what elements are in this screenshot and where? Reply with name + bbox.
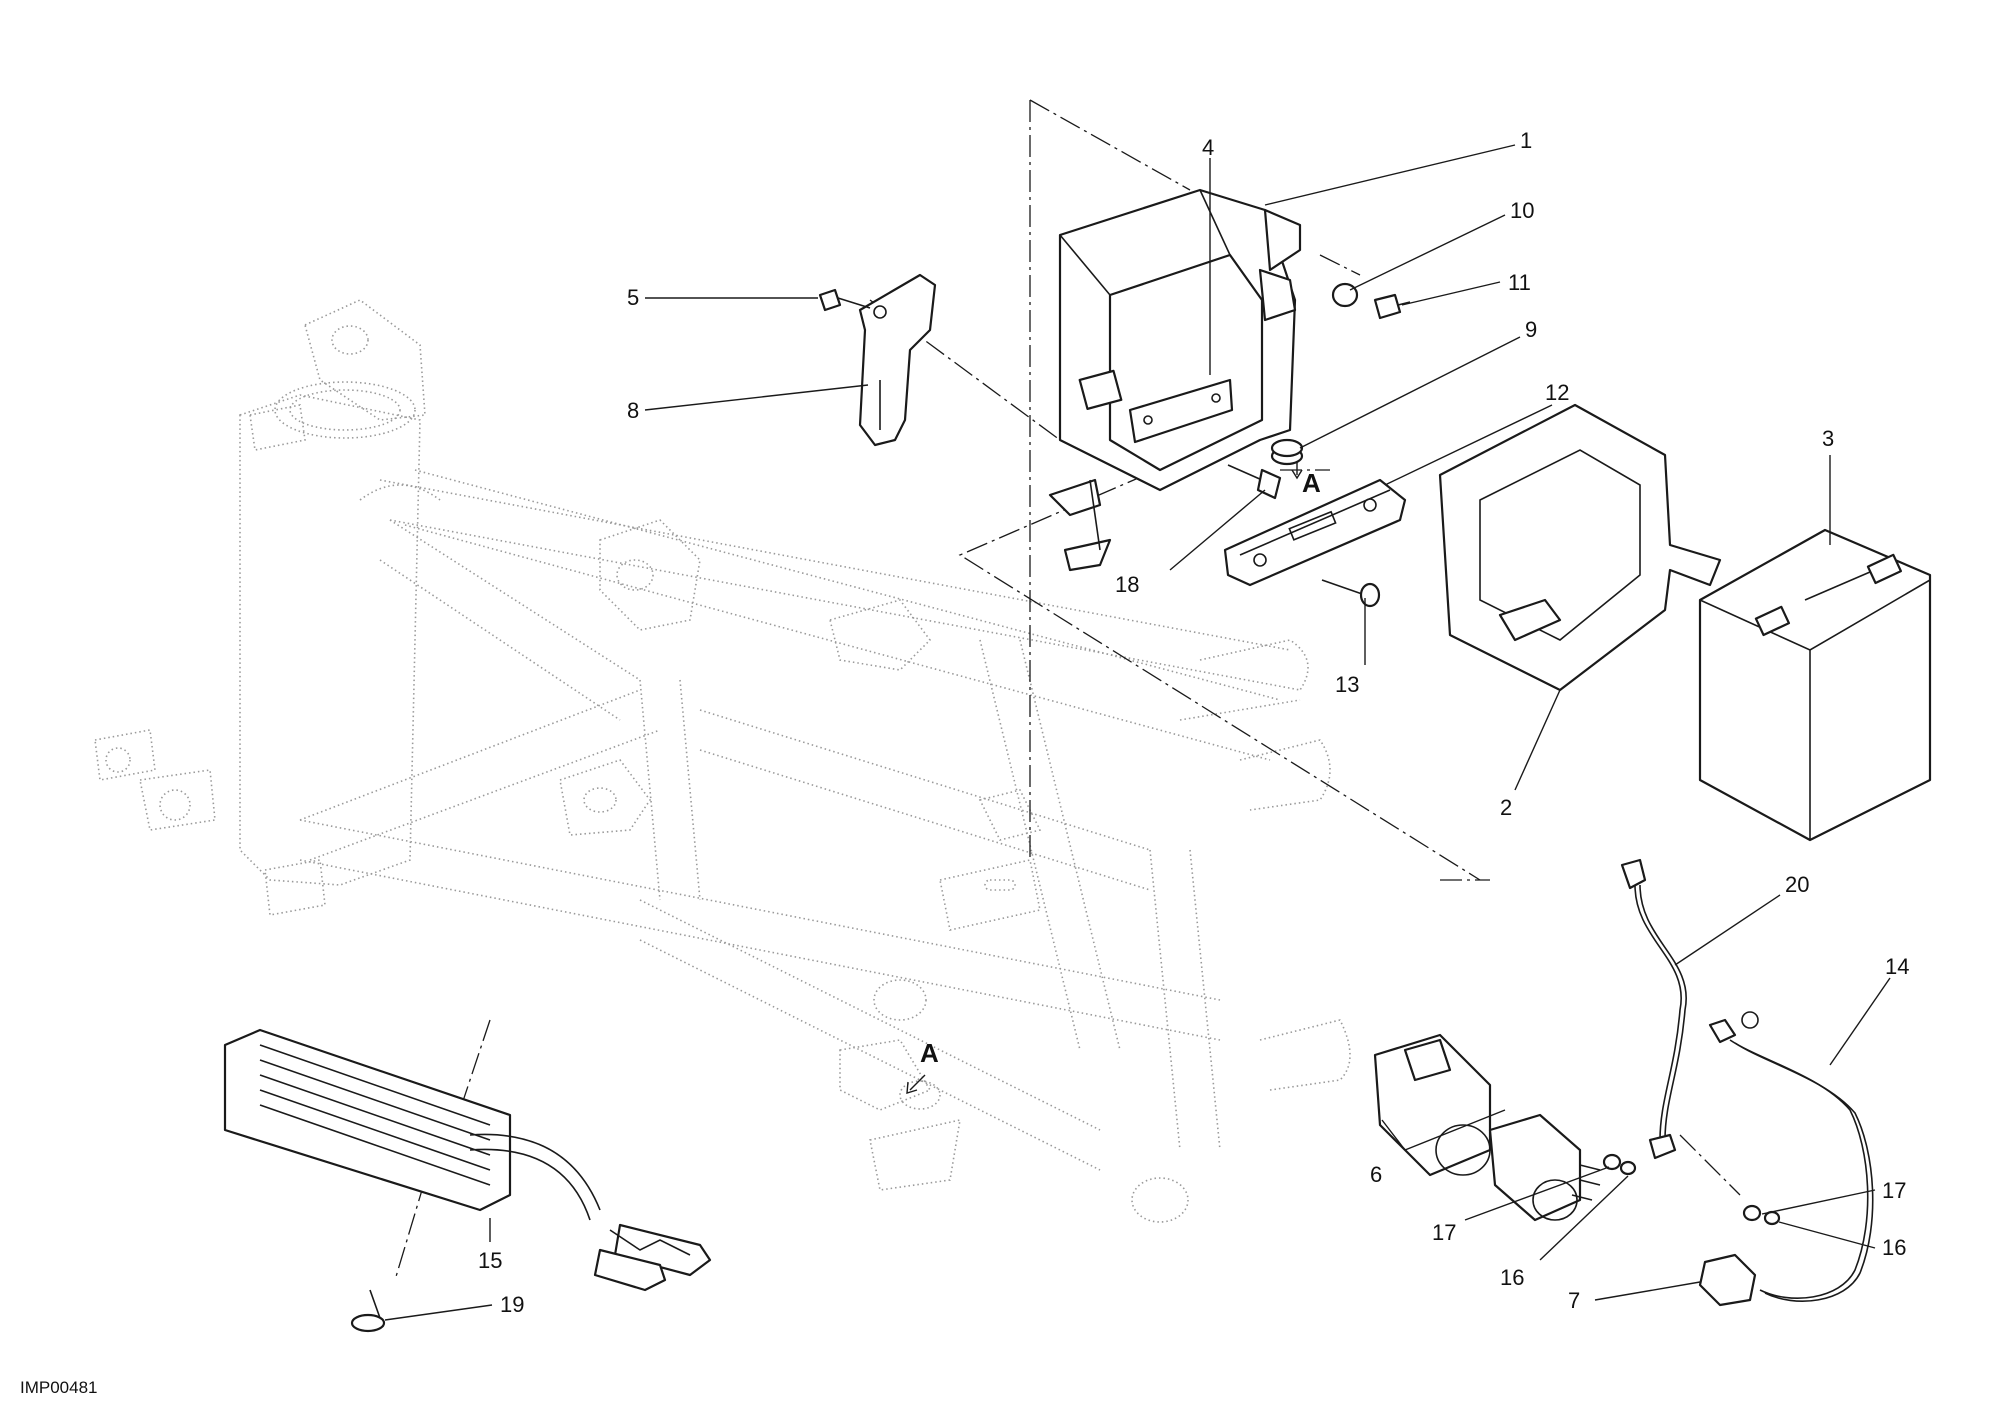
part-9-grommet — [1270, 438, 1304, 466]
callout-14: 14 — [1885, 954, 1909, 979]
callout-19: 19 — [500, 1292, 524, 1317]
part-17-washer-left — [1602, 1153, 1622, 1171]
part-18-screw — [1227, 464, 1282, 500]
callout-12: 12 — [1545, 380, 1569, 405]
callout-15: 15 — [478, 1248, 502, 1273]
callout-1: 1 — [1520, 128, 1532, 153]
part-11-screw — [1373, 293, 1411, 320]
callout-labels: 1 2 3 4 5 6 7 8 9 10 11 12 13 14 15 16 1… — [20, 128, 1909, 1397]
callout-3: 3 — [1822, 426, 1834, 451]
part-14-ground-cable — [1708, 1011, 1874, 1302]
callout-18: 18 — [1115, 572, 1139, 597]
drawing-code: IMP00481 — [20, 1378, 98, 1397]
callout-11: 11 — [1508, 270, 1531, 295]
part-17-washer-right — [1742, 1204, 1762, 1222]
part-16-nut-left — [1619, 1160, 1637, 1176]
callout-2: 2 — [1500, 795, 1512, 820]
callout-16-left: 16 — [1500, 1265, 1524, 1290]
callout-4: 4 — [1202, 135, 1214, 160]
callout-17-left: 17 — [1432, 1220, 1456, 1245]
part-1-battery-box-holder — [1048, 188, 1302, 572]
callout-leaders — [384, 144, 1891, 1321]
part-20-ground-cable — [1620, 858, 1688, 1160]
callout-16-right: 16 — [1882, 1235, 1906, 1260]
part-16-nut-right — [1763, 1210, 1781, 1226]
part-2-battery-cover — [1438, 403, 1722, 692]
motorcycle-frame — [94, 299, 1351, 1223]
part-6-relay-holder — [1373, 1033, 1492, 1177]
part-5-screw — [818, 288, 871, 312]
callout-5: 5 — [627, 285, 639, 310]
part-15-voltage-regulator — [223, 1028, 712, 1292]
callout-20: 20 — [1785, 872, 1809, 897]
part-13-screw — [1321, 579, 1381, 608]
part-6-relay — [1488, 1113, 1601, 1222]
part-3-battery — [1698, 528, 1932, 842]
callout-13: 13 — [1335, 672, 1359, 697]
part-12-battery-clamp — [1223, 478, 1407, 587]
callout-10: 10 — [1510, 198, 1534, 223]
callout-8: 8 — [627, 398, 639, 423]
part-19-screw — [350, 1289, 386, 1333]
section-ref-arrows — [906, 462, 1303, 1094]
part-8-mount-bracket — [858, 273, 937, 447]
callout-9: 9 — [1525, 317, 1537, 342]
section-ref-a-upper: A — [1302, 468, 1321, 498]
callout-7: 7 — [1568, 1288, 1580, 1313]
part-7-terminal-cap — [1698, 1253, 1757, 1307]
callout-6: 6 — [1370, 1162, 1382, 1187]
section-ref-a-lower: A — [920, 1038, 939, 1068]
part-10-bushing — [1331, 282, 1359, 308]
callout-17-right: 17 — [1882, 1178, 1906, 1203]
part-4-inner-bracket — [1128, 378, 1234, 444]
